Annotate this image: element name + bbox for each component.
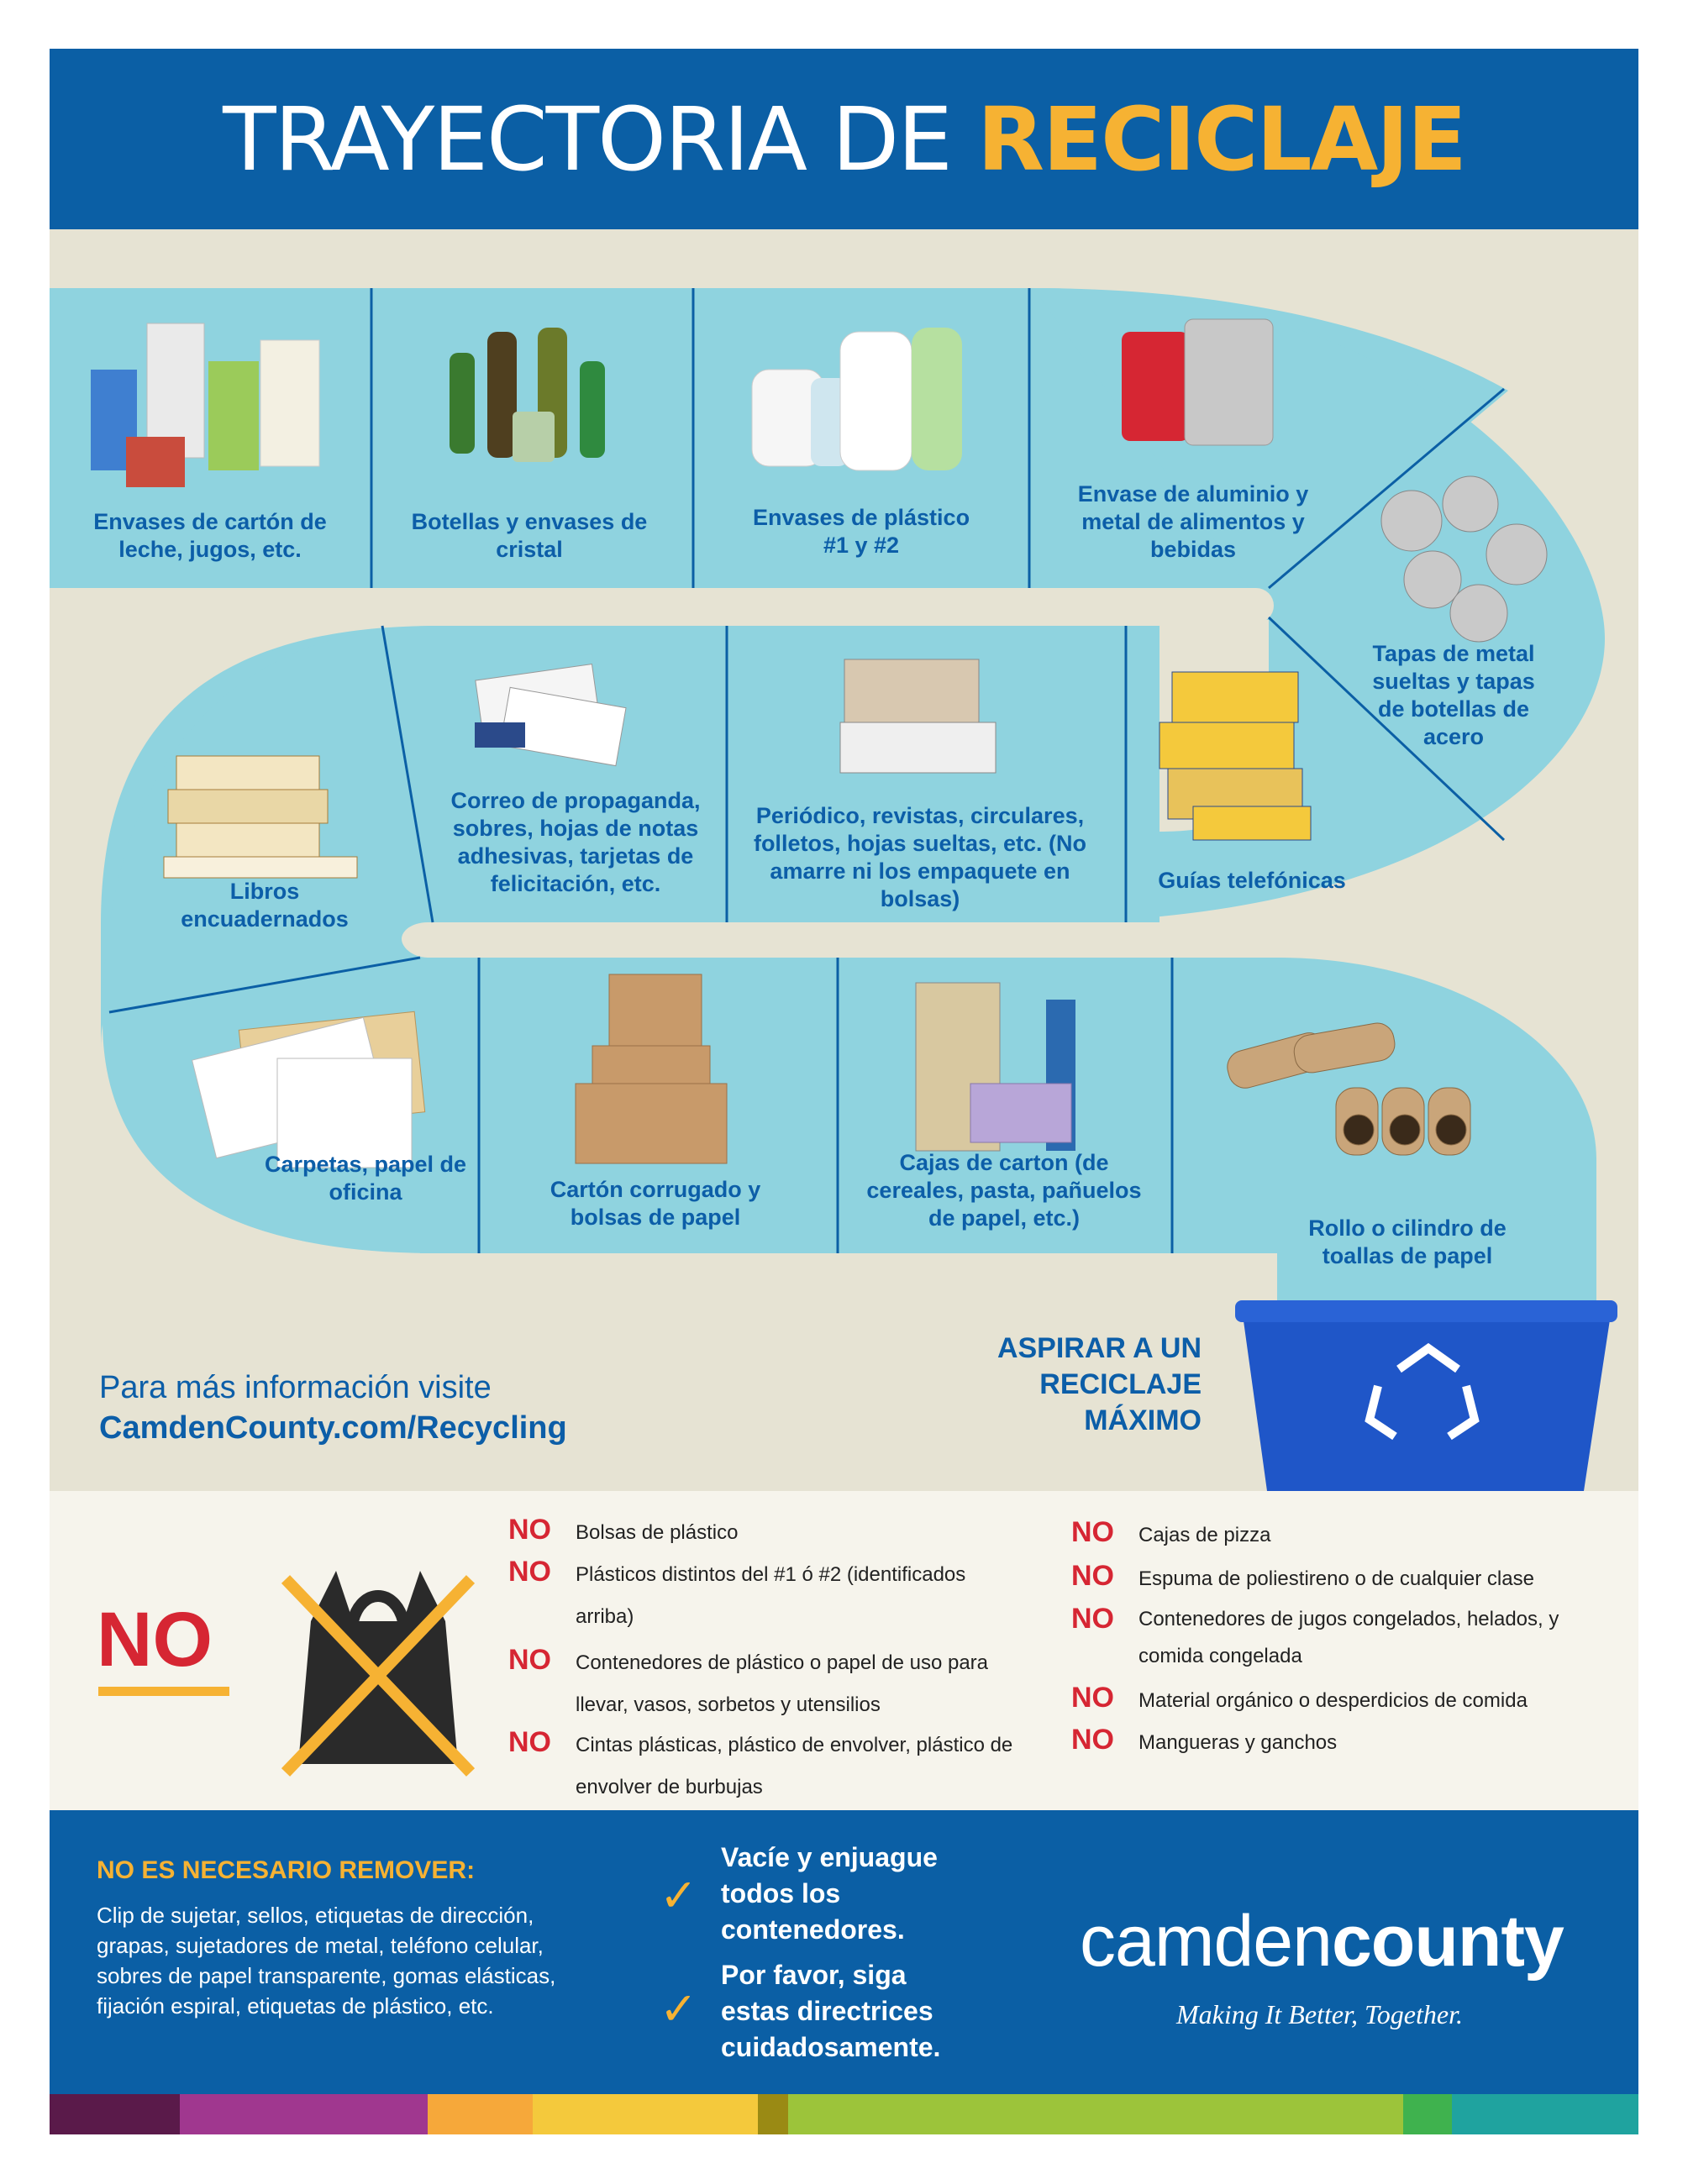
path-curve-right [1033, 288, 1605, 922]
path-item-label: Libros encuadernados [181, 879, 349, 932]
info-url[interactable]: CamdenCounty.com/Recycling [99, 1410, 567, 1446]
logo-tagline: Making It Better, Together. [1176, 1999, 1463, 2029]
checkmark-icon: ✓ [660, 1982, 698, 2035]
camden-county-logo: camdencounty [1080, 1901, 1564, 1982]
path-item-label: Envases de cartón de leche, jugos, etc. [93, 509, 327, 562]
crossed-plastic-bag-icon [281, 1571, 476, 1777]
path-item-label: Cajas de carton (de cereales, pasta, pañ… [866, 1150, 1142, 1231]
remover-heading: NO ES NECESARIO REMOVER: [97, 1856, 476, 1884]
path-item-label: Tapas de metal sueltas y tapas de botell… [1372, 641, 1535, 749]
footer-panel [50, 1810, 1638, 2094]
info-text: Para más información visite [99, 1370, 492, 1405]
color-strip-segment [788, 2094, 1403, 2134]
plastic-containers-illustration [751, 328, 962, 471]
remover-text: Clip de sujetar, sellos, etiquetas de di… [97, 1903, 556, 2019]
no-underline [98, 1687, 229, 1696]
path-item-label: Guías telefónicas [1158, 868, 1346, 893]
color-strip-segment [758, 2094, 788, 2134]
path-item-label: Botellas y envases de cristal [411, 509, 648, 562]
color-strip-segment [180, 2094, 428, 2134]
path-item-label: Rollo o cilindro de toallas de papel [1308, 1215, 1507, 1268]
color-strip-segment [50, 2094, 180, 2134]
metal-lids-illustration [1380, 475, 1548, 643]
path-item-label: Carpetas, papel de oficina [264, 1152, 467, 1205]
path-item-label: Periódico, revistas, circulares, folleto… [753, 803, 1087, 911]
aspire-text: ASPIRAR A UN RECICLAJE MÁXIMO [996, 1332, 1202, 1436]
phone-books-illustration [1159, 671, 1312, 841]
folders-illustration [191, 1011, 426, 1168]
tip-follow: Por favor, siga estas directrices cuidad… [721, 1960, 941, 2062]
books-illustration [163, 755, 358, 879]
header-banner: TRAYECTORIA DE RECICLAJE [50, 49, 1638, 229]
path-item-label: Correo de propaganda, sobres, hojas de n… [450, 788, 701, 896]
color-strip-segment [1403, 2094, 1452, 2134]
glass-bottles-illustration [450, 328, 605, 462]
milk-cartons-illustration [91, 323, 320, 487]
cereal-boxes-illustration [915, 982, 1075, 1152]
page-title: TRAYECTORIA DE RECICLAJE [223, 87, 1467, 191]
cardboard-boxes-illustration [575, 974, 728, 1164]
no-heading: NO [97, 1597, 213, 1683]
path-to-bin [1277, 1210, 1596, 1310]
junk-mail-illustration [475, 664, 627, 767]
color-strip-segment [1452, 2094, 1638, 2134]
path-item-label: Envases de plástico #1 y #2 [752, 505, 970, 558]
color-strip-segment [428, 2094, 533, 2134]
path-item-label: Cartón corrugado y bolsas de papel [550, 1177, 761, 1230]
more-info: Para más información visite CamdenCounty… [99, 1368, 567, 1448]
paper-rolls-illustration [1227, 1022, 1471, 1156]
tip-rinse: Vacíe y enjuague todos los contenedores. [721, 1842, 938, 1945]
recycling-bin-illustration [1235, 1300, 1617, 1491]
color-strip-segment [533, 2094, 758, 2134]
newspapers-illustration [839, 659, 996, 774]
path-item-label: Envase de aluminio y metal de alimentos … [1077, 481, 1309, 562]
checkmark-icon: ✓ [660, 1869, 698, 1922]
aluminum-cans-illustration [1122, 318, 1274, 446]
